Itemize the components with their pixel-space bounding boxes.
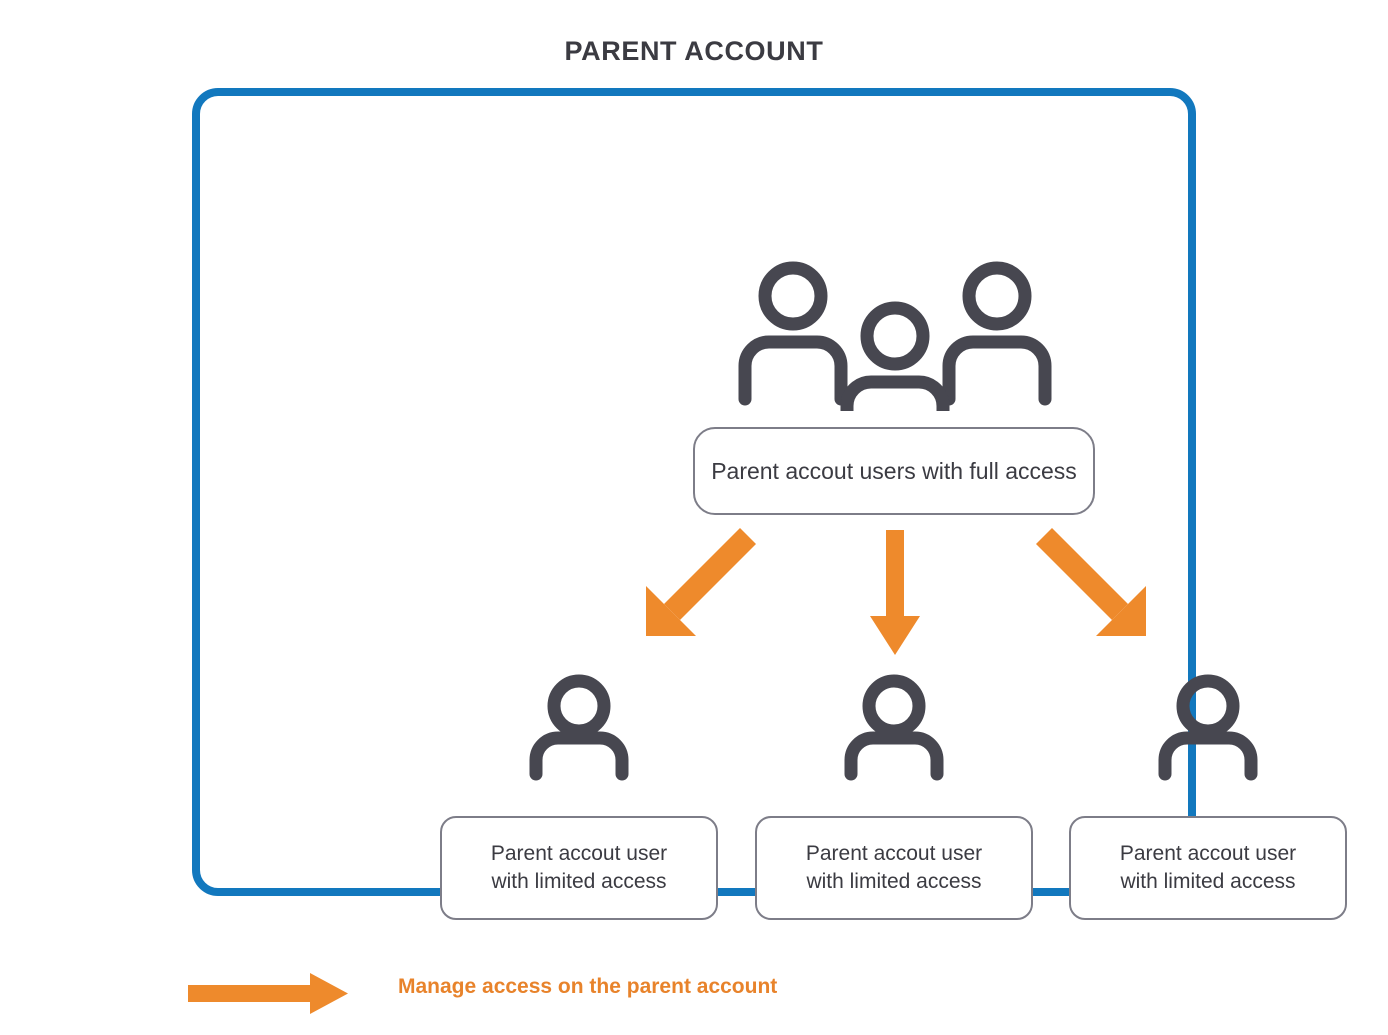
- page-title: PARENT ACCOUNT: [564, 36, 824, 66]
- three-people-icon: [738, 261, 1052, 411]
- person-icon: [529, 674, 629, 781]
- child-label-box: Parent accout user with limited access: [440, 816, 718, 920]
- child-label-text: Parent accout user with limited access: [1119, 841, 1297, 893]
- person-icon: [844, 674, 944, 781]
- child-label-text: Parent accout user with limited access: [805, 841, 983, 893]
- arrow-down-right-icon: [1036, 528, 1146, 636]
- legend-label: Manage access on the parent account: [398, 975, 778, 998]
- arrow-down-left-icon: [646, 528, 756, 636]
- child-label-text: Parent accout user with limited access: [490, 841, 668, 893]
- right-arrow-icon: [188, 973, 348, 1014]
- parent-label-text: Parent accout users with full access: [711, 457, 1077, 484]
- person-icon: [1158, 674, 1258, 781]
- parent-label-box: Parent accout users with full access: [693, 427, 1095, 515]
- arrow-down-icon: [870, 530, 920, 655]
- child-label-box: Parent accout user with limited access: [755, 816, 1033, 920]
- child-label-box: Parent accout user with limited access: [1069, 816, 1347, 920]
- legend: Manage access on the parent account: [186, 962, 886, 1018]
- parent-account-frame: Parent accout users with full access: [192, 88, 1347, 920]
